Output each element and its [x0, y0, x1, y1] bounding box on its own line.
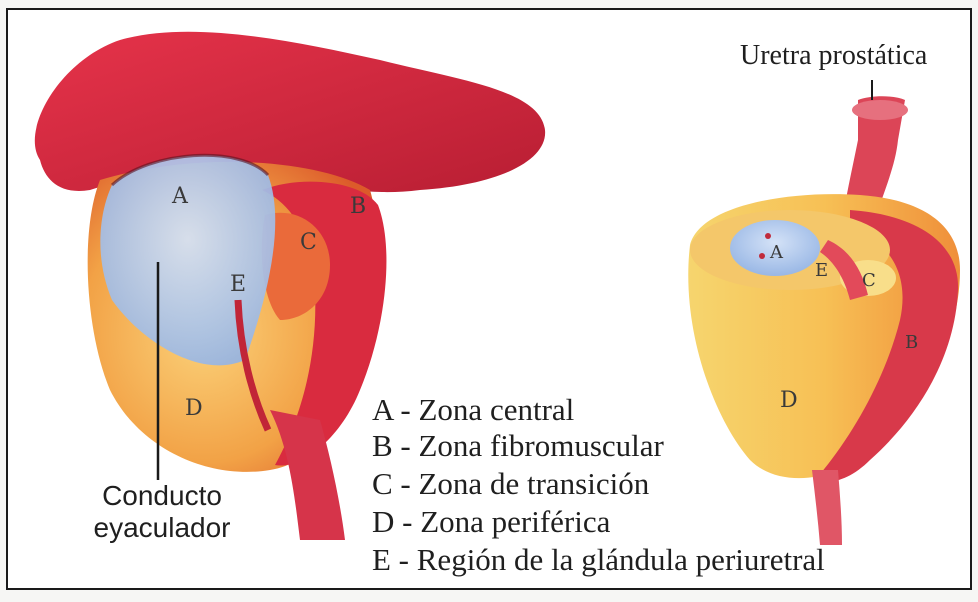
label-right-c: C — [862, 272, 876, 290]
legend-item-b: B - Zona fibromuscular — [372, 428, 664, 464]
right-prostate — [688, 80, 960, 545]
legend-item-d: D - Zona periférica — [372, 504, 610, 540]
legend-item-e: E - Región de la glándula periuretral — [372, 542, 825, 578]
urethra-lower-right — [812, 470, 842, 545]
duct-dot-1 — [765, 233, 771, 239]
duct-caption-line1: Conducto — [82, 480, 242, 512]
duct-dot-2 — [759, 253, 765, 259]
label-right-d: D — [780, 390, 798, 412]
label-left-a: A — [172, 186, 188, 208]
legend-item-a: A - Zona central — [372, 392, 574, 428]
urethra-caption: Uretra prostática — [740, 40, 927, 72]
duct-caption-line2: eyaculador — [82, 512, 242, 544]
urethra-opening — [852, 100, 908, 120]
duct-caption: Conducto eyaculador — [82, 480, 242, 544]
legend-item-c: C - Zona de transición — [372, 466, 649, 502]
label-left-b: B — [350, 196, 366, 218]
label-right-a: A — [770, 244, 783, 262]
label-right-b: B — [905, 334, 918, 352]
label-left-c: C — [300, 232, 317, 254]
label-left-d: D — [185, 398, 203, 420]
label-right-e: E — [815, 262, 828, 280]
label-left-e: E — [230, 274, 246, 296]
